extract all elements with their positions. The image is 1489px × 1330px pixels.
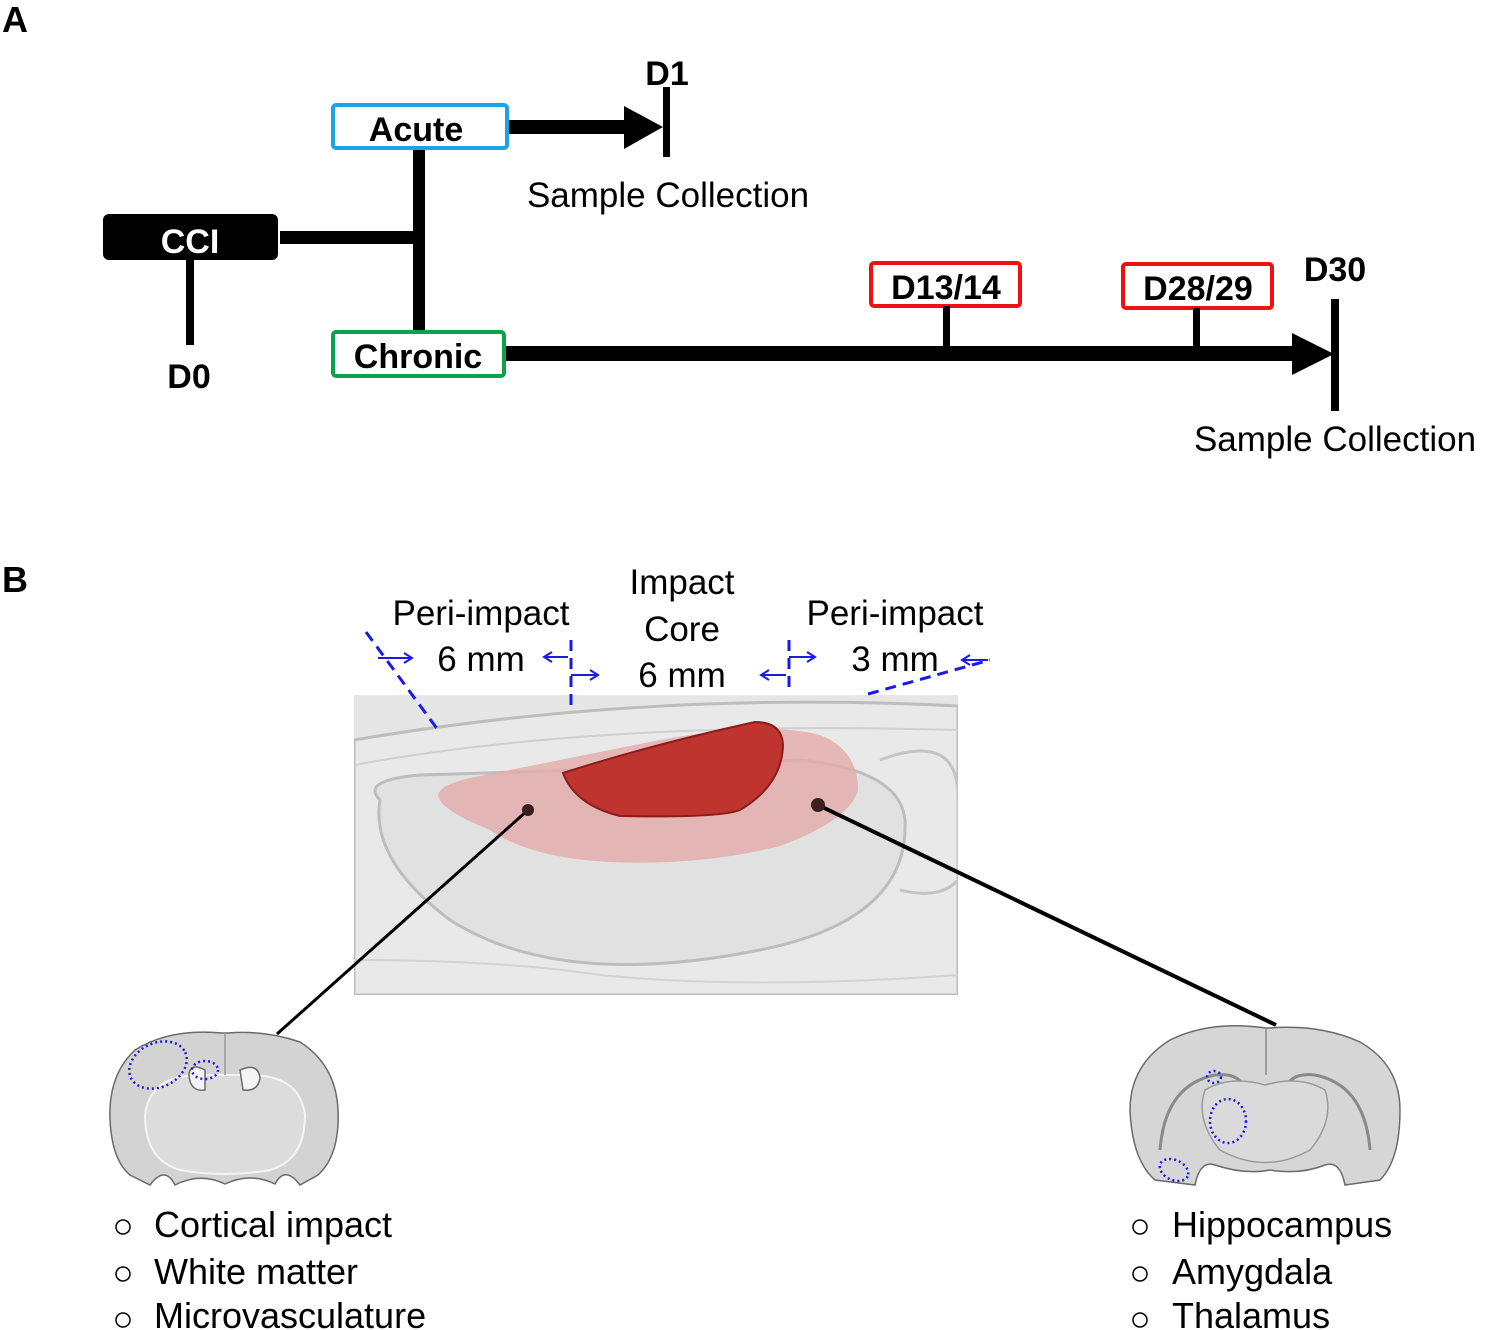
- left-region-list: Cortical impact White matter Microvascul…: [115, 1204, 426, 1330]
- bullet-circle-icon: [1132, 1266, 1148, 1282]
- milestone-d13-14: D13/14: [869, 261, 1022, 348]
- cci-branch-connector: [280, 231, 420, 244]
- bullet-circle-icon: [1132, 1312, 1148, 1328]
- milestone-d28-29: D28/29: [1121, 262, 1274, 348]
- roi-hippocampus: [1205, 1069, 1223, 1085]
- region-label-impact-core: Impact Core 6 mm: [629, 563, 734, 695]
- milestone-tick: [1193, 308, 1200, 348]
- roi-amygdala: [1158, 1157, 1190, 1183]
- sagittal-brain-illustration: [354, 695, 958, 995]
- arrow-left-icon: [759, 669, 786, 681]
- cci-node: CCI: [103, 214, 278, 261]
- brain-contour: [354, 727, 958, 766]
- chronic-label: Chronic: [354, 338, 482, 376]
- leader-dot-right: [811, 798, 825, 812]
- roi-thalamus: [1208, 1097, 1248, 1145]
- arrow-right-icon: [789, 651, 817, 663]
- d0-stem: [186, 260, 194, 345]
- milestone-tick: [943, 306, 950, 348]
- region-title: Peri-impact: [393, 594, 570, 633]
- bullet-circle-icon: [1132, 1219, 1148, 1235]
- acute-arrow-shaft: [509, 120, 634, 134]
- arrow-right-icon: [378, 652, 414, 664]
- cci-box: [103, 214, 278, 260]
- region-size: 6 mm: [638, 656, 726, 695]
- list-item: Cortical impact: [115, 1204, 392, 1245]
- region-label-peri-impact-left: Peri-impact 6 mm: [393, 594, 570, 679]
- region-boundary-markers: [364, 631, 991, 731]
- bullet-circle-icon: [115, 1266, 131, 1282]
- acute-sample-collection-label: Sample Collection: [527, 176, 809, 215]
- d1-tick: [663, 87, 670, 157]
- chronic-node: Chronic: [331, 330, 506, 378]
- boundary-arrows: [378, 651, 988, 681]
- chronic-box: [331, 330, 506, 378]
- d30-tick: [1331, 299, 1339, 411]
- d30-label: D30: [1304, 251, 1366, 289]
- list-item-label: Microvasculature: [154, 1295, 426, 1330]
- bullet-circle-icon: [115, 1219, 131, 1235]
- region-size: 6 mm: [437, 640, 525, 679]
- hippocampal-curves: [1158, 1073, 1372, 1151]
- region-size: 3 mm: [851, 640, 939, 679]
- acute-arrow-head: [624, 106, 663, 149]
- cerebellum-outline: [879, 749, 958, 895]
- branch-vertical-line: [413, 150, 425, 333]
- region-title-line2: Core: [644, 610, 720, 649]
- acute-node: Acute: [331, 103, 509, 150]
- arrow-right-icon: [571, 669, 600, 681]
- region-title-line1: Impact: [629, 563, 734, 602]
- d1-label: D1: [645, 55, 688, 93]
- chronic-arrow-head: [1292, 333, 1334, 375]
- list-item-label: Amygdala: [1172, 1251, 1333, 1292]
- region-label-peri-impact-right: Peri-impact 3 mm: [807, 594, 984, 679]
- list-item-label: White matter: [154, 1251, 358, 1292]
- coronal-section-posterior: [1129, 1024, 1401, 1186]
- brainstem-contour: [354, 959, 958, 984]
- thalamus-area: [1201, 1080, 1329, 1164]
- bullet-circle-icon: [115, 1312, 131, 1328]
- boundary-dash-right: [867, 658, 991, 696]
- milestone-label: D13/14: [891, 269, 1001, 307]
- acute-box: [331, 103, 509, 150]
- list-item: Hippocampus: [1132, 1204, 1392, 1245]
- list-item: White matter: [115, 1251, 358, 1292]
- coronal-inner-structure: [143, 1074, 307, 1175]
- list-item-label: Cortical impact: [154, 1204, 392, 1245]
- leader-line-left: [276, 808, 529, 1036]
- arrow-left-icon: [960, 654, 988, 666]
- panel-a-letter: A: [2, 0, 28, 40]
- impact-core-zone: [561, 720, 785, 818]
- list-item: Thalamus: [1132, 1295, 1330, 1330]
- leader-dot-left: [522, 804, 534, 816]
- d0-label: D0: [167, 358, 210, 396]
- chronic-arrow-shaft: [506, 346, 1306, 361]
- right-region-list: Hippocampus Amygdala Thalamus: [1132, 1204, 1392, 1330]
- roi-cortical-impact: [128, 1040, 188, 1090]
- leader-line-right: [817, 803, 1277, 1027]
- coronal-section-anterior: [109, 1031, 339, 1187]
- chronic-sample-collection-label: Sample Collection: [1194, 420, 1476, 459]
- panel-b-letter: B: [2, 559, 28, 600]
- roi-white-matter: [190, 1059, 220, 1081]
- cci-label: CCI: [161, 223, 220, 261]
- region-title: Peri-impact: [807, 594, 984, 633]
- list-item: Amygdala: [1132, 1251, 1333, 1292]
- list-item-label: Hippocampus: [1172, 1204, 1392, 1245]
- milestone-label: D28/29: [1143, 270, 1253, 308]
- boundary-dash-left: [364, 631, 440, 731]
- list-item: Microvasculature: [115, 1295, 426, 1330]
- arrow-left-icon: [542, 651, 568, 663]
- list-item-label: Thalamus: [1172, 1295, 1330, 1330]
- acute-label: Acute: [369, 111, 463, 149]
